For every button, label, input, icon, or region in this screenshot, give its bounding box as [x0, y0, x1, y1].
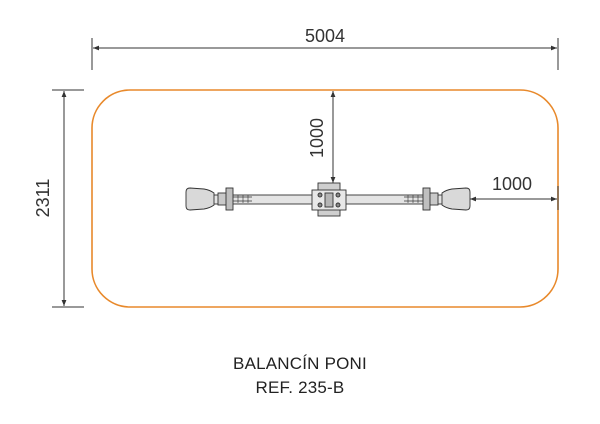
- pivot-bolt: [317, 202, 323, 208]
- seesaw-equipment: [185, 182, 471, 217]
- length-dimension: 5004: [91, 26, 559, 70]
- product-name: BALANCÍN PONI: [233, 354, 367, 373]
- left-seat: [185, 187, 215, 211]
- horizontal-clearance-label: 1000: [492, 174, 532, 194]
- length-dimension-label: 5004: [305, 26, 345, 46]
- width-dimension: 2311: [33, 89, 84, 308]
- product-reference: REF. 235-B: [255, 378, 345, 397]
- pivot-hub: [324, 192, 334, 208]
- pivot-bolt: [317, 192, 323, 198]
- vertical-clearance-dimension: 1000: [307, 91, 336, 183]
- vertical-clearance-label: 1000: [307, 118, 327, 158]
- right-spring-block: [422, 187, 431, 211]
- right-seat: [441, 187, 471, 211]
- pivot-bolt: [335, 202, 341, 208]
- width-dimension-label: 2311: [33, 179, 53, 218]
- horizontal-clearance-dimension: 1000: [470, 174, 559, 210]
- left-spring-block: [225, 187, 234, 211]
- pivot-bolt: [335, 192, 341, 198]
